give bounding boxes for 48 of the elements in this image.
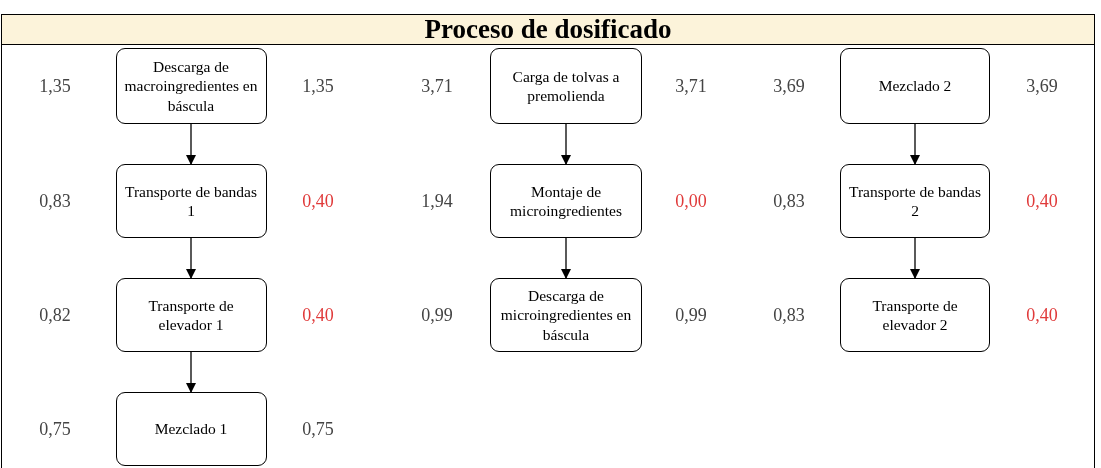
process-box xyxy=(490,278,642,352)
title: Proceso de dosificado xyxy=(424,16,672,43)
process-label: Mezclado 1 xyxy=(154,419,228,439)
value-label: 0,99 xyxy=(675,304,707,326)
process-label: Transporte de elevador 2 xyxy=(871,295,959,335)
process-box xyxy=(840,278,990,352)
arrow xyxy=(561,123,571,165)
process-label: Mezclado 2 xyxy=(878,76,952,96)
process-label: Descarga de macroingredientes en báscula xyxy=(123,56,259,116)
value-label: 3,71 xyxy=(421,75,453,97)
arrow xyxy=(186,237,196,279)
value-label: 0,40 xyxy=(1026,190,1058,212)
process-box xyxy=(115,164,267,238)
value-label: 0,40 xyxy=(302,190,334,212)
value-label: 1,94 xyxy=(421,190,453,212)
process-box xyxy=(115,392,267,466)
value-label: 0,40 xyxy=(302,304,334,326)
arrow xyxy=(561,237,571,279)
process-label: Transporte de bandas 1 xyxy=(124,181,258,221)
value-label: 0,82 xyxy=(39,304,71,326)
process-box xyxy=(490,164,642,238)
process-label: Transporte de bandas 2 xyxy=(848,181,982,221)
process-box xyxy=(115,48,267,124)
process-box xyxy=(115,278,267,352)
process-label: Descarga de microingredientes en báscula xyxy=(499,285,633,345)
value-label: 0,83 xyxy=(773,190,805,212)
arrow xyxy=(186,123,196,165)
value-label: 0,40 xyxy=(1026,304,1058,326)
process-label: Transporte de elevador 1 xyxy=(147,295,235,335)
value-label: 0,83 xyxy=(773,304,805,326)
value-label: 3,69 xyxy=(1026,75,1058,97)
process-box xyxy=(490,48,642,124)
arrow xyxy=(910,237,920,279)
process-label: Carga de tolvas a premolienda xyxy=(511,66,621,106)
value-label: 0,75 xyxy=(39,418,71,440)
value-label: 3,71 xyxy=(675,75,707,97)
process-box xyxy=(840,164,990,238)
value-label: 0,75 xyxy=(302,418,334,440)
process-label: Montaje de microingredientes xyxy=(509,181,623,221)
arrow xyxy=(910,123,920,165)
process-box xyxy=(840,48,990,124)
value-label: 0,00 xyxy=(675,190,707,212)
value-label: 3,69 xyxy=(773,75,805,97)
value-label: 1,35 xyxy=(302,75,334,97)
value-label: 0,99 xyxy=(421,304,453,326)
arrow xyxy=(186,351,196,393)
value-label: 1,35 xyxy=(39,75,71,97)
value-label: 0,83 xyxy=(39,190,71,212)
